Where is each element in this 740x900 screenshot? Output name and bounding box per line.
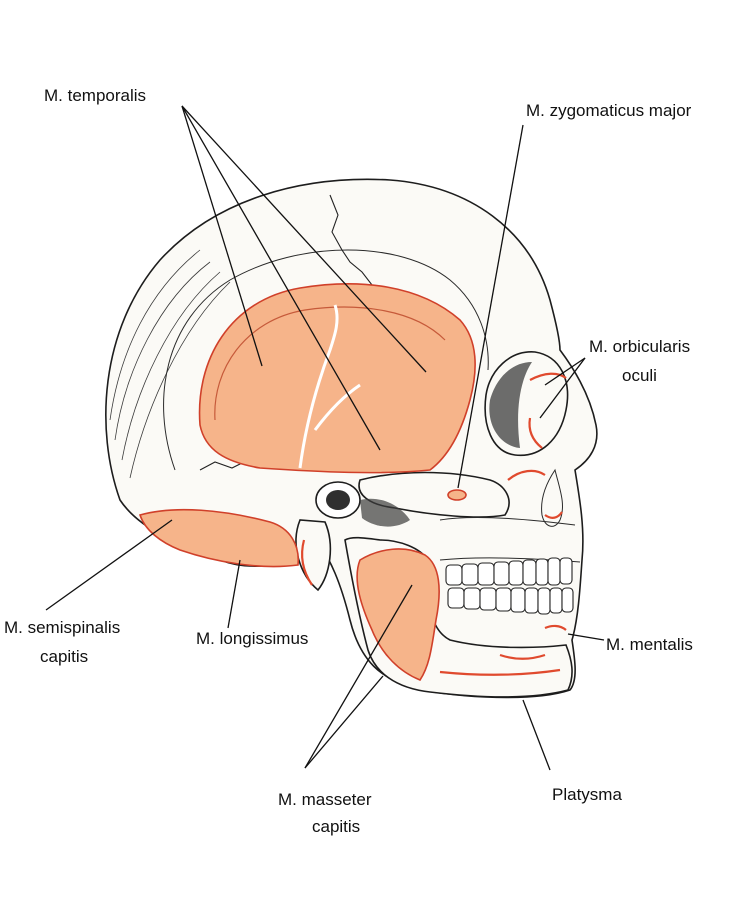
label-temporalis: M. temporalis [44, 86, 146, 105]
label-semispinalis-line2: capitis [40, 647, 88, 666]
label-zygomaticus-major: M. zygomaticus major [526, 101, 692, 120]
label-longissimus: M. longissimus [196, 629, 308, 648]
label-semispinalis-line1: M. semispinalis [4, 618, 120, 637]
label-masseter-line2: capitis [312, 817, 360, 836]
leader-longissimus [228, 560, 240, 628]
leader-semispinalis [46, 520, 172, 610]
label-platysma: Platysma [552, 785, 622, 804]
zygomaticus-attachment [448, 490, 466, 500]
ear-canal-inner [326, 490, 350, 510]
leader-platysma [523, 700, 550, 770]
leader-masseter-2 [305, 676, 383, 768]
label-orbicularis-oculi-line2: oculi [622, 366, 657, 385]
label-masseter-line1: M. masseter [278, 790, 372, 809]
label-mentalis: M. mentalis [606, 635, 693, 654]
label-orbicularis-oculi-line1: M. orbicularis [589, 337, 690, 356]
